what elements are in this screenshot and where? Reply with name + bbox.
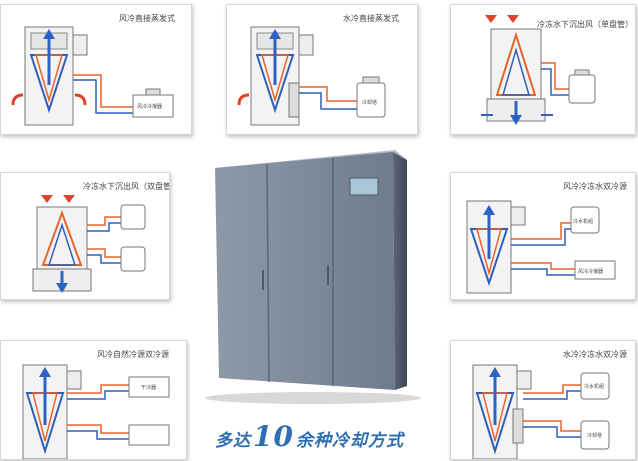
panel-title: 冷冻水下沉出风（单盘管） — [537, 20, 633, 29]
air-cooled-chilled-dual-diagram — [466, 200, 616, 294]
precision-air-conditioner-cabinet — [195, 150, 425, 405]
panel-water-cooled-chilled-dual: 水冷冷冻水双冷源 冷水机组 冷却塔 — [450, 340, 636, 460]
air-cooled-dx-diagram — [11, 26, 174, 126]
panel-title: 风冷直接蒸发式 — [119, 14, 175, 23]
unit-label: 冷却塔 — [587, 433, 603, 439]
cabinet-illustration — [205, 150, 421, 404]
chilled-water-single-coil-diagram — [481, 15, 596, 125]
unit-label: 风冷冷凝器 — [578, 269, 604, 275]
unit-label: 干冷器 — [141, 385, 157, 391]
water-cooled-dx-diagram — [237, 26, 386, 126]
water-cooled-chilled-dual-diagram — [472, 364, 610, 459]
panel-title: 水冷冷冻水双冷源 — [563, 350, 627, 359]
unit-label: 风冷冷凝器 — [137, 104, 163, 110]
panel-chilled-water-single-coil: 冷冻水下沉出风（单盘管） — [450, 4, 636, 135]
unit-label: 冷水机组 — [584, 384, 605, 390]
panel-chilled-water-double-coil: 冷冻水下沉出风（双盘管） — [0, 172, 170, 300]
air-cooled-free-cooling-dual-diagram — [22, 364, 170, 459]
panel-title: 水冷直接蒸发式 — [343, 14, 399, 23]
unit-label: 冷却塔 — [362, 100, 378, 106]
unit-label: 冷水机组 — [573, 219, 594, 225]
panel-air-cooled-dx: 风冷直接蒸发式 风冷冷凝器 — [0, 4, 192, 135]
panel-air-cooled-chilled-dual: 风冷冷冻水双冷源 冷水机组 风冷冷凝器 — [450, 172, 636, 300]
slogan-prefix: 多达 — [215, 431, 251, 451]
panel-title: 风冷自然冷源双冷源 — [97, 350, 169, 359]
slogan-number: 10 — [253, 420, 294, 453]
panel-water-cooled-dx: 水冷直接蒸发式 冷却塔 — [226, 4, 418, 135]
panel-air-cooled-free-cooling-dual: 风冷自然冷源双冷源 干冷器 — [0, 340, 187, 460]
slogan-suffix: 余种冷却方式 — [295, 431, 404, 451]
panel-title: 风冷冷冻水双冷源 — [563, 182, 627, 191]
panel-title: 冷冻水下沉出风（双盘管） — [83, 182, 170, 191]
chilled-water-double-coil-diagram — [32, 195, 146, 293]
